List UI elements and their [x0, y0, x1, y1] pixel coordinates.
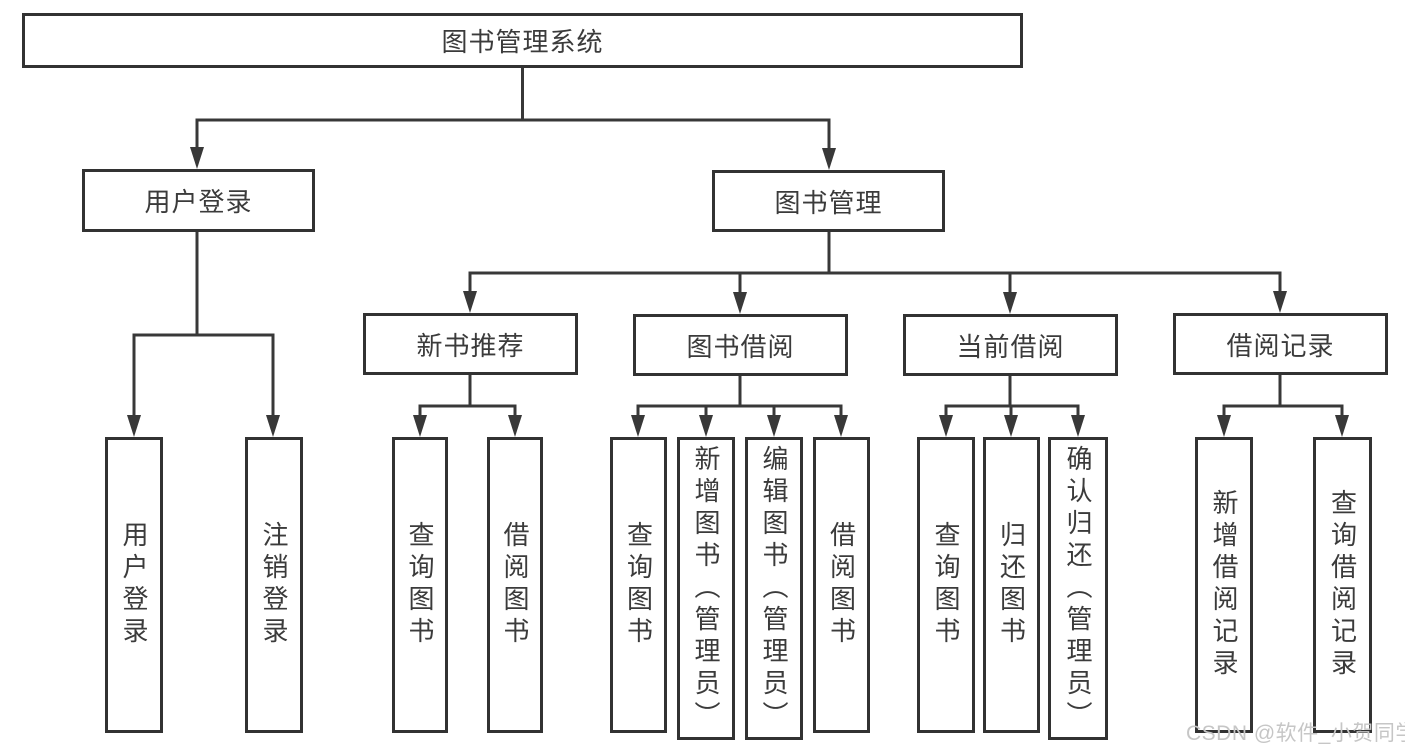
- node-book-management: 图书管理: [712, 170, 945, 232]
- node-current-borrow: 当前借阅: [903, 314, 1118, 376]
- node-user-login: 用户登录: [82, 169, 315, 232]
- csdn-watermark: CSDN @软件_小贺同学: [1186, 722, 1405, 745]
- leaf-logout: 注销登录: [245, 437, 303, 733]
- leaf-borrow-edit-books-admin: 编辑图书（管理员）: [745, 437, 803, 740]
- leaf-records-query-record: 查询借阅记录: [1313, 437, 1372, 733]
- leaf-user-login: 用户登录: [105, 437, 163, 733]
- leaf-current-return-books: 归还图书: [983, 437, 1040, 733]
- node-borrow-records: 借阅记录: [1173, 313, 1388, 375]
- node-root-system: 图书管理系统: [22, 13, 1023, 68]
- node-book-borrow: 图书借阅: [633, 314, 848, 376]
- leaf-borrow-query-books: 查询图书: [610, 437, 667, 733]
- leaf-recommend-borrow-books: 借阅图书: [487, 437, 543, 733]
- leaf-borrow-borrow-books: 借阅图书: [813, 437, 870, 733]
- leaf-borrow-add-books-admin: 新增图书（管理员）: [677, 437, 735, 740]
- node-new-book-recommend: 新书推荐: [363, 313, 578, 375]
- leaf-recommend-query-books: 查询图书: [392, 437, 448, 733]
- leaf-current-query-books: 查询图书: [917, 437, 975, 733]
- leaf-records-add-record: 新增借阅记录: [1195, 437, 1253, 733]
- leaf-current-confirm-return-admin: 确认归还（管理员）: [1048, 437, 1108, 740]
